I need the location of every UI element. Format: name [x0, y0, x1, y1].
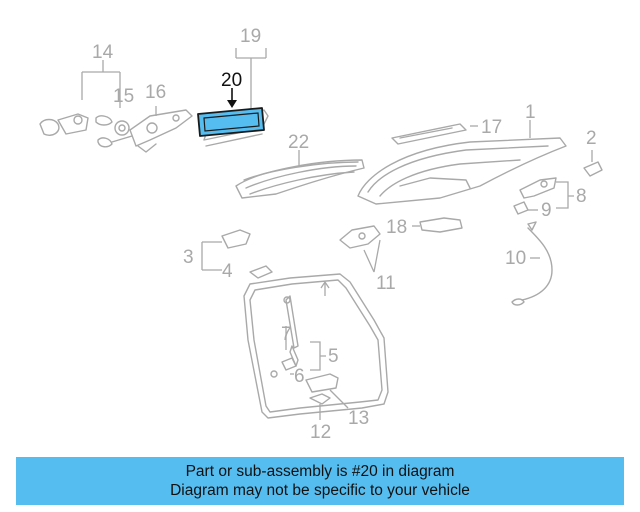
callout-18: 18 — [386, 217, 407, 238]
back-glass-1 — [357, 120, 567, 205]
callout-14: 14 — [92, 42, 114, 63]
hinge-16 — [129, 106, 193, 153]
callout-3: 3 — [183, 247, 194, 268]
callout-2: 2 — [586, 128, 597, 149]
callout-16: 16 — [145, 82, 166, 103]
bracket-4 — [249, 265, 273, 279]
hinge-8 — [519, 177, 574, 209]
bracket-5 — [281, 341, 326, 371]
bracket-3 — [201, 229, 251, 271]
garnish-17 — [391, 123, 478, 145]
callout-15: 15 — [113, 86, 134, 107]
callout-12: 12 — [310, 422, 331, 443]
callout-9: 9 — [541, 200, 552, 221]
clip-2 — [583, 150, 603, 177]
callout-20: 20 — [221, 70, 242, 91]
callout-22: 22 — [288, 132, 309, 153]
washer-15 — [114, 120, 130, 136]
callout-17: 17 — [481, 117, 502, 138]
spoiler-22 — [235, 150, 365, 199]
weatherstrip — [243, 273, 389, 419]
callout-11: 11 — [376, 273, 396, 294]
arrow-20 — [227, 88, 237, 108]
banner-line-2: Diagram may not be specific to your vehi… — [170, 482, 470, 499]
callout-7: 7 — [281, 324, 292, 345]
latch-13 — [305, 373, 349, 409]
bolt-12 — [309, 393, 331, 420]
lock-11 — [339, 225, 381, 273]
callout-5: 5 — [328, 346, 339, 367]
callout-8: 8 — [576, 186, 587, 207]
clip-6 — [270, 370, 294, 378]
cable-10 — [511, 221, 553, 306]
lamp-14 — [39, 60, 133, 148]
callout-13: 13 — [348, 408, 369, 429]
callout-4: 4 — [222, 261, 233, 282]
banner-line-1: Part or sub-assembly is #20 in diagram — [185, 463, 455, 480]
info-banner: Part or sub-assembly is #20 in diagram D… — [16, 457, 624, 505]
part-20-highlighted[interactable] — [197, 107, 265, 137]
callout-1: 1 — [525, 102, 536, 123]
callout-19: 19 — [240, 26, 261, 47]
bolt-9 — [513, 201, 538, 215]
part-18 — [412, 217, 463, 233]
callout-10: 10 — [505, 248, 526, 269]
callout-6: 6 — [294, 366, 305, 387]
